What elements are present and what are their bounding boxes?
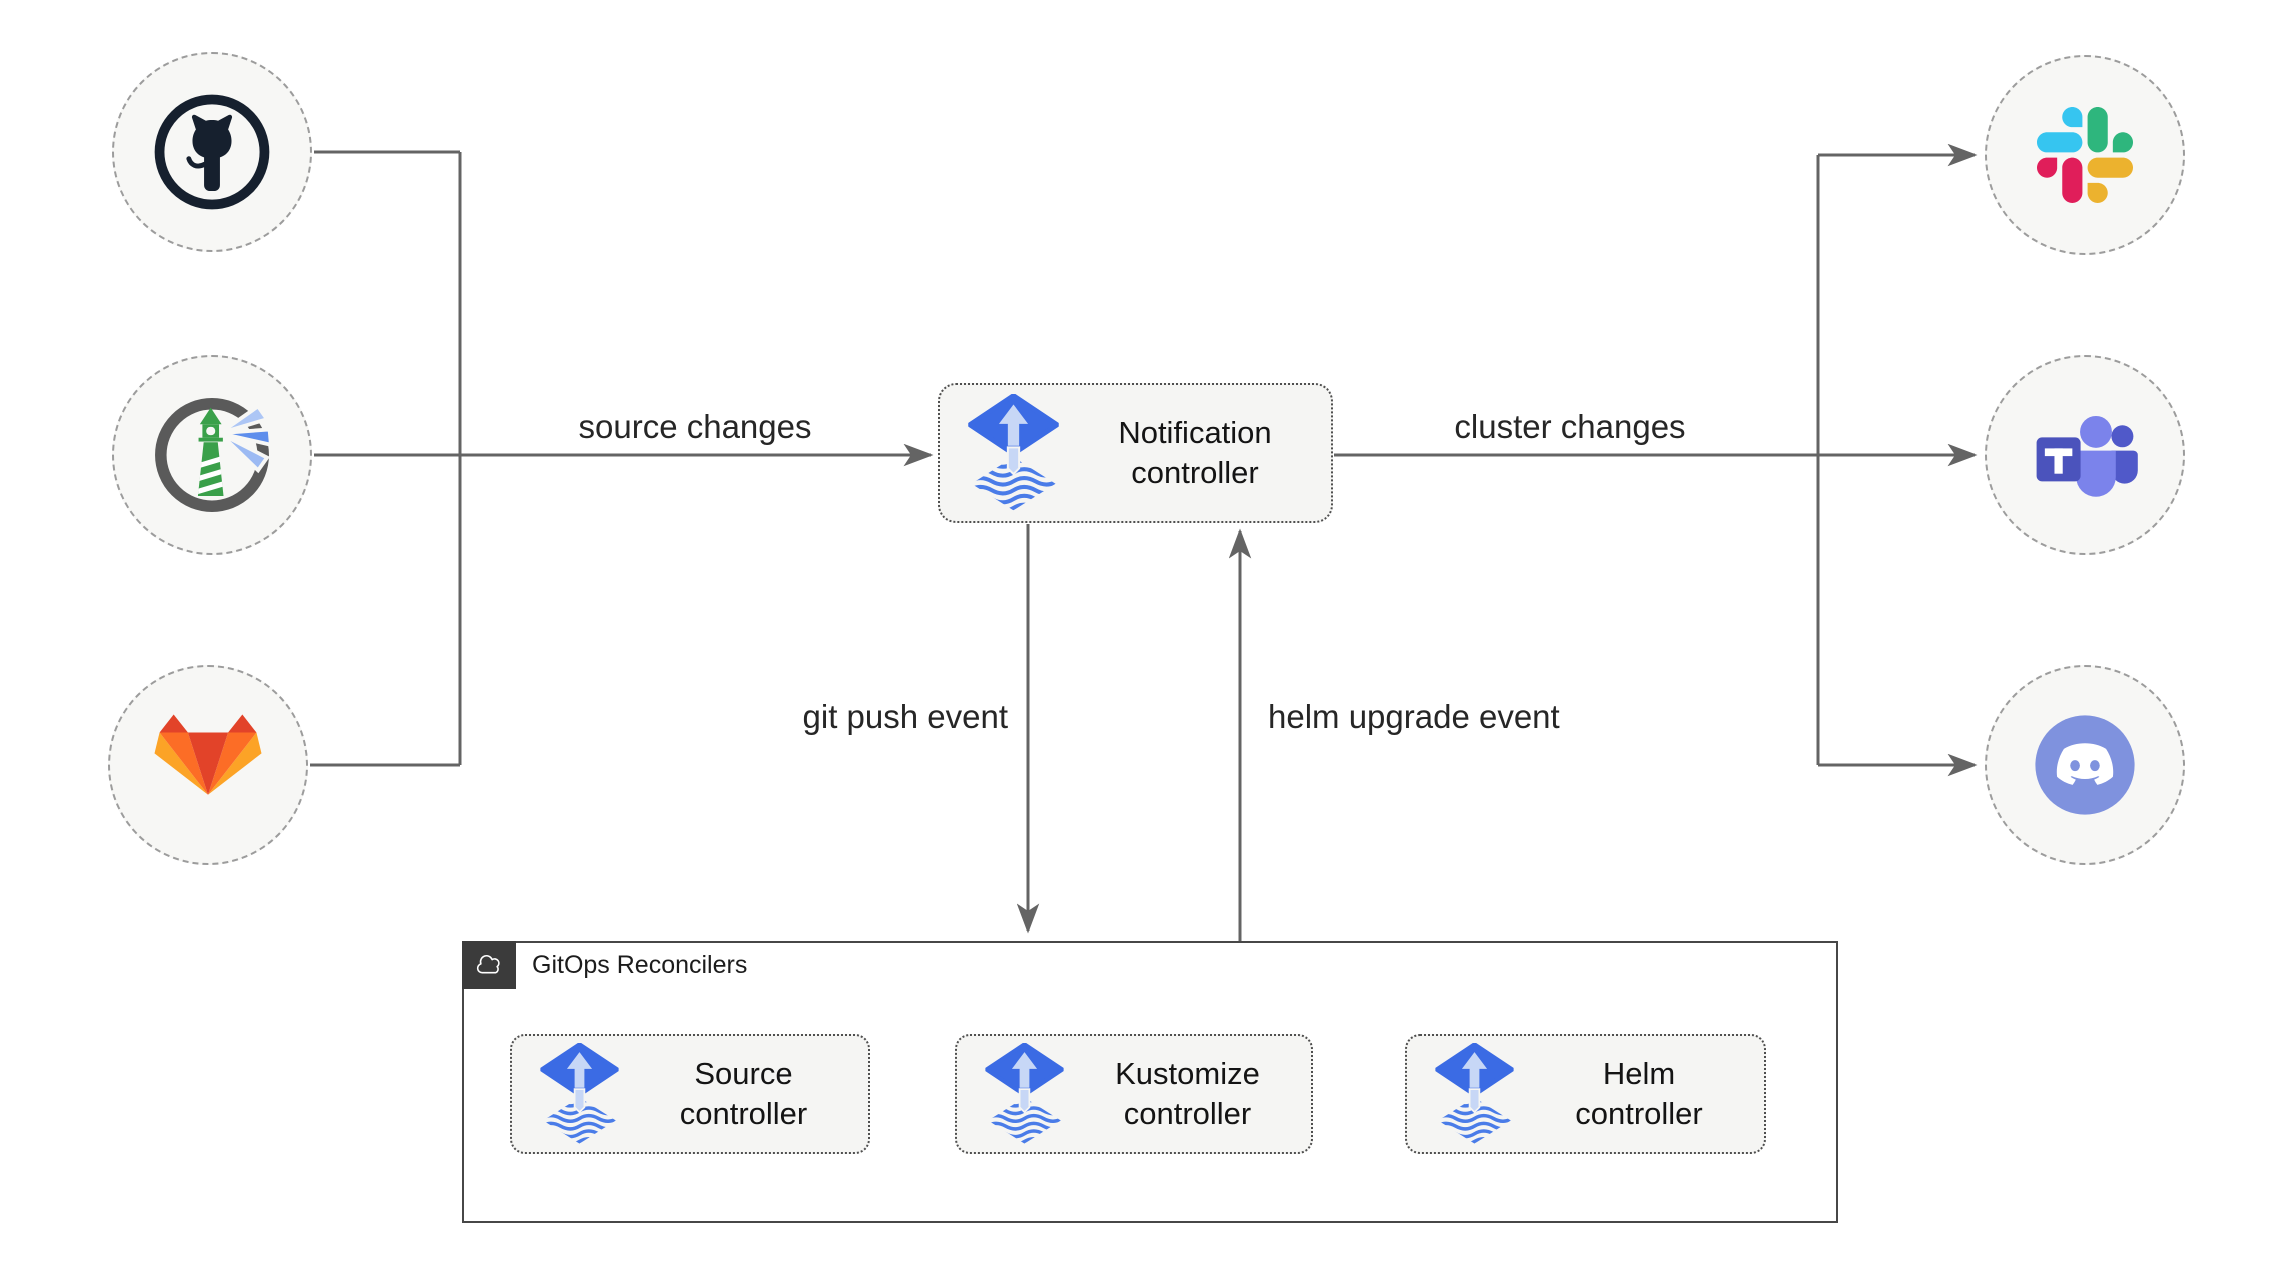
edge-label-helm-upgrade-event: helm upgrade event	[1268, 698, 1560, 735]
source-node-gitlab	[108, 665, 308, 865]
flux-icon	[1435, 1043, 1514, 1145]
source-controller-label: Source controller	[619, 1054, 868, 1133]
discord-icon	[2035, 715, 2135, 815]
target-node-discord	[1985, 665, 2185, 865]
source-controller-line2: controller	[679, 1096, 808, 1131]
kustomize-controller-line1: Kustomize	[1115, 1056, 1260, 1092]
microsoft-teams-icon	[2036, 415, 2138, 497]
source-controller-box: Source controller	[510, 1034, 870, 1154]
edge-label-source-changes: source changes	[578, 408, 812, 445]
helm-controller-label: Helm controller	[1514, 1054, 1764, 1133]
gitops-reconcilers-title: GitOps Reconcilers	[532, 951, 748, 979]
kustomize-controller-line2: controller	[1123, 1096, 1252, 1131]
notification-controller-label: Notification controller	[1059, 413, 1331, 492]
source-node-github	[112, 52, 312, 252]
gitops-reconcilers-container: GitOps Reconcilers Source controller Kus…	[462, 941, 1838, 1223]
target-node-slack	[1985, 55, 2185, 255]
cloud-icon-badge	[462, 941, 516, 989]
flux-icon	[985, 1043, 1064, 1145]
harbor-icon	[155, 398, 274, 512]
flux-icon	[968, 394, 1059, 512]
cloud-icon	[476, 954, 500, 973]
helm-controller-line2: controller	[1575, 1096, 1703, 1131]
helm-controller-box: Helm controller	[1405, 1034, 1766, 1154]
gitlab-icon	[154, 714, 262, 795]
notification-controller-line2: controller	[1131, 455, 1259, 490]
notification-controller-line1: Notification	[1118, 415, 1272, 451]
github-icon	[154, 94, 270, 210]
slack-icon	[2037, 107, 2133, 203]
edge-label-git-push-event: git push event	[802, 698, 1008, 735]
kustomize-controller-label: Kustomize controller	[1064, 1054, 1311, 1133]
source-node-harbor	[112, 355, 312, 555]
notification-controller-box: Notification controller	[938, 383, 1333, 523]
helm-controller-line1: Helm	[1602, 1056, 1676, 1092]
flux-icon	[540, 1043, 619, 1145]
target-node-teams	[1985, 355, 2185, 555]
edge-label-cluster-changes: cluster changes	[1454, 408, 1686, 445]
kustomize-controller-box: Kustomize controller	[955, 1034, 1313, 1154]
source-controller-line1: Source	[694, 1056, 793, 1092]
